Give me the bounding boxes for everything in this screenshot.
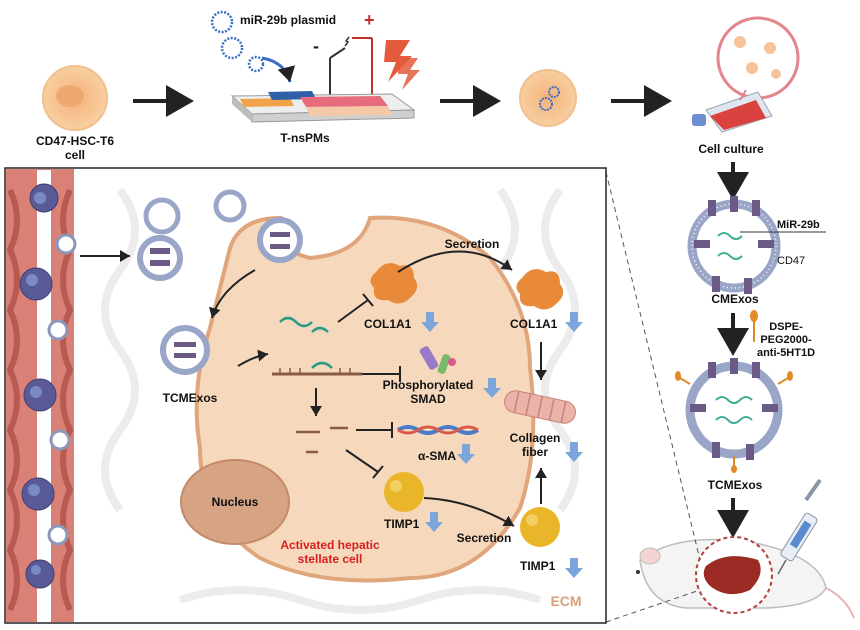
peg-line1: DSPE- (769, 321, 803, 333)
plasmid-icon (210, 10, 265, 73)
secretion-top-label: Secretion (445, 237, 500, 251)
transfer-arrow (261, 56, 296, 83)
timp1-inside-down-arrow (425, 512, 443, 532)
electrode-wires (329, 36, 373, 100)
tcmexos-vesicle (675, 358, 793, 473)
cmexos-vesicle (687, 196, 781, 294)
zoom-line-top (605, 171, 701, 561)
asma-label: α-SMA (418, 449, 456, 463)
endocytosed-exosome (257, 217, 303, 263)
peg-line3: anti-5HT1D (757, 347, 815, 359)
cell-label-line1: CD47-HSC-T6 (36, 134, 114, 148)
inhibition-lines (337, 293, 401, 479)
col1a1-protein-outside (516, 269, 564, 310)
mir-label: MiR-29b (777, 219, 820, 231)
alpha-sma-filament (396, 425, 480, 435)
vessel-exosomes (47, 233, 77, 546)
peg-line2: PEG2000- (760, 334, 812, 346)
zoom-line-bottom (605, 589, 701, 623)
timp1-protein-inside (384, 472, 424, 512)
collagen-label-line1: Collagen (510, 431, 561, 445)
tcmexos-label: TCMExos (708, 478, 763, 492)
secretion-arrow-top (397, 250, 513, 273)
nucleus (180, 459, 290, 545)
cd47-label: CD47 (777, 255, 805, 267)
peg-linker-icon (750, 310, 758, 342)
lightning-icon (384, 40, 420, 90)
syringe-icon (777, 478, 822, 575)
release-arrow (237, 349, 269, 367)
nucleus-label: Nucleus (212, 495, 259, 509)
smad-down-arrow (483, 378, 501, 398)
transfected-cell (519, 69, 577, 127)
asma-down-arrow (457, 444, 475, 464)
timp1-outside-down-arrow (565, 558, 583, 578)
timp1-protein-outside (520, 507, 560, 547)
secretion-arrow-bottom (423, 497, 515, 527)
secretion-bottom-label: Secretion (457, 531, 512, 545)
nanochannel-chip (230, 91, 416, 123)
col1a1-outside-label: COL1A1 (510, 317, 558, 331)
collagen-down-arrow (565, 442, 583, 462)
device-label: T-nsPMs (280, 131, 330, 145)
smad-label-line2: SMAD (410, 392, 446, 406)
plasmid-label: miR-29b plasmid (240, 13, 336, 27)
cmexos-label: CMExos (711, 292, 759, 306)
smad-icon (419, 346, 456, 374)
free-exosomes (137, 189, 247, 281)
ecm-label: ECM (550, 593, 581, 609)
col1a1-protein-inside (370, 263, 418, 304)
collagen-fiber (504, 390, 576, 424)
culture-flask-icon (692, 16, 800, 133)
mirna-strands (279, 316, 333, 369)
col1a1-inside-down-arrow (421, 312, 439, 332)
collagen-label-line2: fiber (522, 445, 548, 459)
timp1-inside-label: TIMP1 (384, 517, 420, 531)
hsc-label-line2: stellate cell (298, 552, 363, 566)
cell-label-line2: cell (65, 148, 85, 162)
col1a1-outside-down-arrow (565, 312, 583, 332)
mrna-fragments (296, 426, 348, 454)
hsc-label-line1: Activated hepatic (280, 538, 380, 552)
uptake-arrow (208, 269, 256, 319)
mrna-target (272, 368, 362, 376)
plus-sign: + (364, 10, 375, 30)
smad-label-line1: Phosphorylated (383, 378, 474, 392)
tcmexos-inside-label: TCMExos (163, 391, 218, 405)
liver-zoom-circle (695, 536, 773, 614)
culture-label: Cell culture (698, 142, 764, 156)
hsc-t6-cell (42, 65, 108, 131)
timp1-outside-label: TIMP1 (520, 559, 556, 573)
tcmexos-inside (160, 325, 210, 375)
col1a1-inside-label: COL1A1 (364, 317, 412, 331)
minus-sign: - (313, 36, 319, 56)
